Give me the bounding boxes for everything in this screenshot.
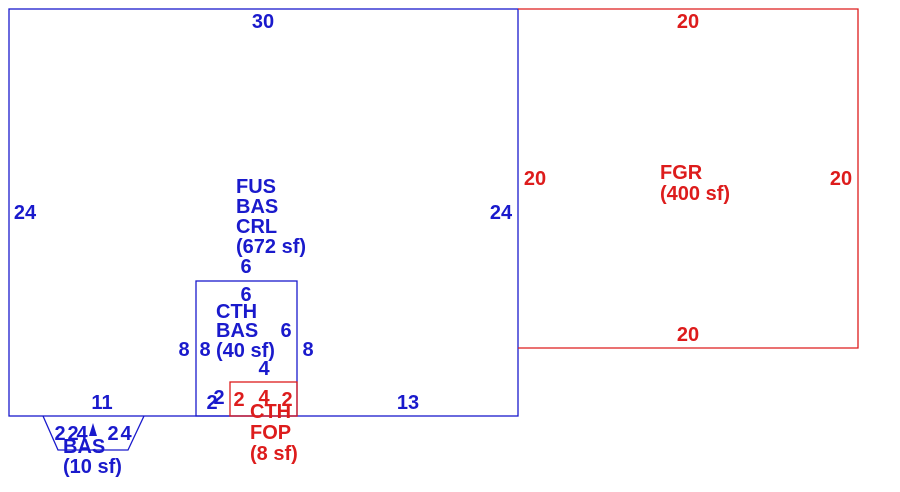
inner-bay-right-outer-dimension: 8 <box>302 339 313 361</box>
main-area-label-fus: FUS <box>236 176 276 198</box>
bay-window-dimension-1: 2 <box>54 423 65 445</box>
porch-label-cth: CTH <box>250 401 291 423</box>
garage-top-dimension: 20 <box>677 11 699 33</box>
main-bottom-right-dimension: 13 <box>397 392 419 414</box>
inner-bay-top-inner-dimension: 6 <box>240 284 251 306</box>
inner-bay-left-inner-dimension: 8 <box>199 339 210 361</box>
bay-window-outline <box>42 415 145 451</box>
bay-window-dimension-3: 4 <box>76 423 88 445</box>
garage-bottom-dimension: 20 <box>677 324 699 346</box>
inner-bay-bottom-inner-dimension: 4 <box>258 358 270 380</box>
bay-window-dimension-4: 2 <box>107 423 118 445</box>
main-area-label-crl: CRL <box>236 216 277 238</box>
inner-bay-bottom-left-dimension-2: 2 <box>213 387 224 409</box>
porch-outline <box>229 381 298 417</box>
bay-window-dimension-2: 2 <box>67 423 78 445</box>
inner-bay-right-inner-dimension: 6 <box>280 320 291 342</box>
garage-outline <box>518 8 859 349</box>
inner-bay-label-bas: BAS <box>216 320 258 342</box>
bay-window-dimension-5: 4 <box>120 423 132 445</box>
porch-top-dimension: 4 <box>258 387 270 409</box>
inner-bay-label-cth: CTH <box>216 301 257 323</box>
bay-window-marker <box>89 423 97 436</box>
inner-bay-bottom-left-dimension: 2 <box>206 392 217 414</box>
main-bottom-left-dimension: 11 <box>91 392 112 414</box>
main-area-size: (672 sf) <box>236 236 306 258</box>
porch-left-dimension: 2 <box>233 389 244 411</box>
garage-label: FGR <box>660 162 703 184</box>
bay-window-area-size: (10 sf) <box>63 456 122 478</box>
garage-area-size: (400 sf) <box>660 183 730 205</box>
inner-bay-top-outer-dimension: 6 <box>240 256 251 278</box>
bay-window-label: BAS <box>63 436 105 458</box>
porch-area-size: (8 sf) <box>250 443 298 465</box>
porch-label-fop: FOP <box>250 422 291 444</box>
main-left-dimension: 24 <box>14 202 37 224</box>
main-area-label-bas: BAS <box>236 196 278 218</box>
garage-left-dimension: 20 <box>524 168 546 190</box>
inner-bay-left-outer-dimension: 8 <box>178 339 189 361</box>
garage-right-dimension: 20 <box>830 168 852 190</box>
porch-right-dimension: 2 <box>281 389 292 411</box>
inner-bay-area-size: (40 sf) <box>216 340 275 362</box>
main-top-dimension: 30 <box>252 11 274 33</box>
main-right-dimension: 24 <box>490 202 513 224</box>
